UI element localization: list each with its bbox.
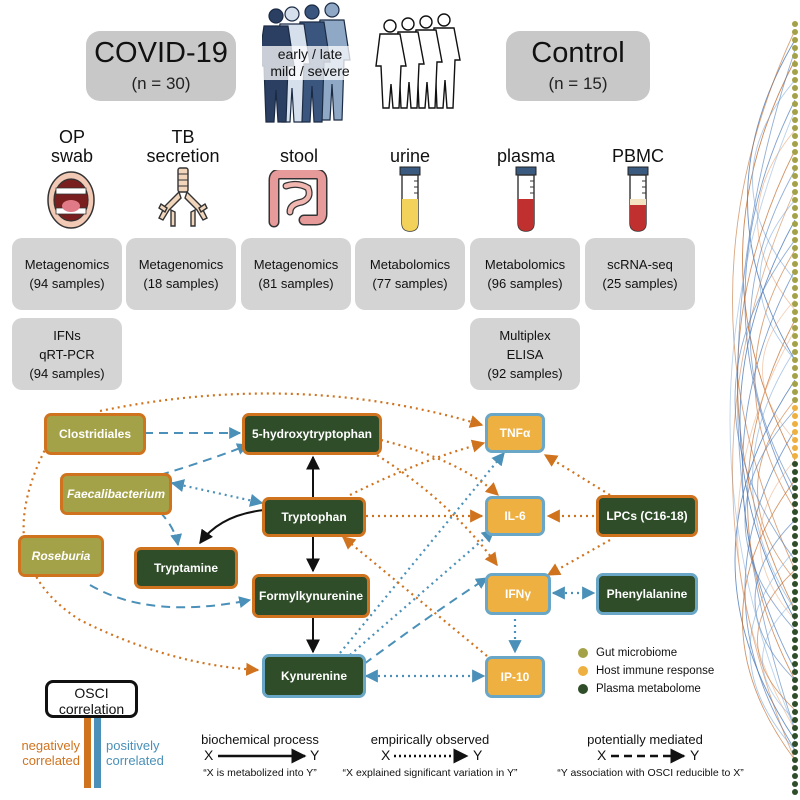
key-empirical-x: X — [381, 747, 391, 763]
edge-kyn-to-ifng — [363, 577, 489, 665]
mouth-icon — [47, 171, 95, 229]
source-urine: urine — [389, 146, 431, 166]
node-formylkynurenine: Formylkynurenine — [252, 574, 370, 618]
node-clostridiales: Clostridiales — [44, 413, 146, 455]
severity-labels: early / late mild / severe — [258, 46, 362, 80]
covid-group-box: COVID-19 (n = 30) — [86, 31, 236, 101]
node-kynurenine: Kynurenine — [262, 654, 366, 698]
severity-line2: mild / severe — [270, 63, 350, 79]
edge-5htp-il6-dotted — [380, 438, 499, 496]
host-dot-icon — [578, 666, 588, 676]
key-empirical-y: Y — [473, 747, 483, 763]
edge-kyn-il6-dotted — [349, 529, 495, 656]
key-empirical-caption: “X explained significant variation in Y” — [342, 767, 518, 779]
key-mediated-y: Y — [690, 747, 700, 763]
assay-tb-metagenomics: Metagenomics(18 samples) — [126, 238, 236, 310]
control-group-box: Control (n = 15) — [506, 31, 650, 101]
source-pbmc: PBMC — [611, 146, 664, 166]
node-5-hydroxytryptophan: 5-hydroxytryptophan — [242, 413, 382, 455]
edge-lpcs-tnfa-dotted — [543, 454, 611, 496]
test-tube-layer-icon — [627, 166, 649, 232]
key-biochemical-caption: “X is metabolized into Y” — [203, 767, 317, 779]
edge-faec-to-5htp — [159, 443, 250, 476]
legend-gut: Gut microbiome — [578, 647, 677, 659]
edge-ip10-trp-dotted — [341, 536, 488, 657]
node-tryptamine: Tryptamine — [134, 547, 238, 589]
key-mediated-title: potentially mediated — [587, 732, 703, 747]
correlation-arc-panel — [729, 21, 798, 795]
covid-title: COVID-19 — [94, 37, 228, 69]
node-ifng: IFNγ — [485, 573, 551, 615]
node-roseburia: Roseburia — [18, 535, 104, 577]
plasma-dot-icon — [578, 684, 588, 694]
node-ip10: IP-10 — [485, 656, 545, 698]
key-biochemical-x: X — [204, 747, 214, 763]
assay-urine-metabolomics: Metabolomics(77 samples) — [355, 238, 465, 310]
legend-host: Host immune response — [578, 665, 714, 677]
covid-count: (n = 30) — [131, 74, 191, 93]
gut-dot-icon — [578, 648, 588, 658]
key-biochemical-title: biochemical process — [201, 732, 319, 747]
assay-plasma-metabolomics: Metabolomics(96 samples) — [470, 238, 580, 310]
node-faecalibacterium: Faecalibacterium — [60, 473, 172, 515]
node-lpcs: LPCs (C16-18) — [596, 495, 698, 537]
assay-pbmc-scrnaseq: scRNA-seq(25 samples) — [585, 238, 695, 310]
osci-positive-bar — [94, 718, 101, 788]
edge-trp-to-tryptamine — [199, 509, 265, 545]
key-empirical-title: empirically observed — [370, 732, 490, 747]
node-phenylalanine: Phenylalanine — [596, 573, 698, 615]
node-tnfa: TNFα — [485, 413, 545, 453]
edge-clos-kyn-dotted — [22, 439, 260, 676]
test-tube-red-icon — [515, 166, 537, 232]
controls-people-icon — [375, 13, 461, 109]
legend-plasma: Plasma metabolome — [578, 683, 701, 695]
intestine-icon — [268, 170, 328, 228]
key-mediated-x: X — [597, 747, 607, 763]
assay-op-metagenomics: Metagenomics(94 samples) — [12, 238, 122, 310]
control-title: Control — [531, 37, 625, 69]
key-mediated-caption: “Y association with OSCI reducible to X” — [557, 767, 744, 779]
arc-panel-dots — [792, 21, 798, 795]
test-tube-yellow-icon — [399, 166, 421, 232]
edge-5htp-ifng-dotted — [371, 451, 498, 567]
osci-negative-bar — [84, 718, 91, 788]
source-plasma: plasma — [496, 146, 556, 166]
severity-line1: early / late — [277, 46, 343, 62]
node-il6: IL-6 — [485, 496, 545, 536]
edge-rose-to-formyl — [89, 584, 252, 609]
control-count: (n = 15) — [548, 74, 608, 93]
key-biochemical-y: Y — [310, 747, 320, 763]
node-tryptophan: Tryptophan — [262, 497, 366, 537]
source-stool: stool — [279, 146, 319, 166]
edge-kyn-tnfa-dotted — [339, 451, 505, 654]
bronchi-icon — [158, 167, 208, 227]
assay-stool-metagenomics: Metagenomics(81 samples) — [241, 238, 351, 310]
